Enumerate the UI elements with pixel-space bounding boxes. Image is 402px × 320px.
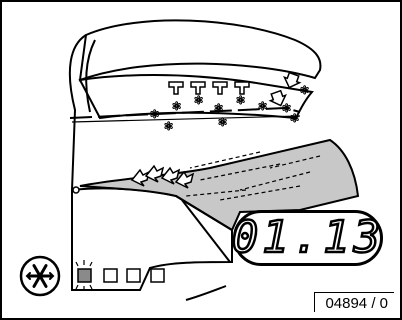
svg-text:✻: ✻ bbox=[164, 120, 173, 133]
hinge-dot bbox=[73, 187, 79, 193]
svg-text:✻: ✻ bbox=[218, 116, 227, 129]
level-indicator-1 bbox=[78, 269, 91, 282]
svg-text:✻: ✻ bbox=[214, 102, 223, 115]
svg-text:✻: ✻ bbox=[194, 94, 203, 107]
time-display: 01.13 bbox=[233, 210, 383, 266]
time-display-value: 01.13 bbox=[232, 216, 384, 260]
level-indicator-3 bbox=[127, 269, 140, 282]
level-indicator-2 bbox=[104, 269, 117, 282]
svg-text:✻: ✻ bbox=[172, 100, 181, 113]
svg-text:✻: ✻ bbox=[300, 84, 309, 97]
level-indicator-4 bbox=[151, 269, 164, 282]
svg-text:✻: ✻ bbox=[290, 112, 299, 125]
svg-text:✻: ✻ bbox=[258, 100, 267, 113]
svg-text:✻: ✻ bbox=[236, 94, 245, 107]
reference-code: 04894 / 0 bbox=[314, 292, 394, 312]
svg-text:✻: ✻ bbox=[150, 108, 159, 121]
snowflake-icon bbox=[21, 257, 59, 295]
